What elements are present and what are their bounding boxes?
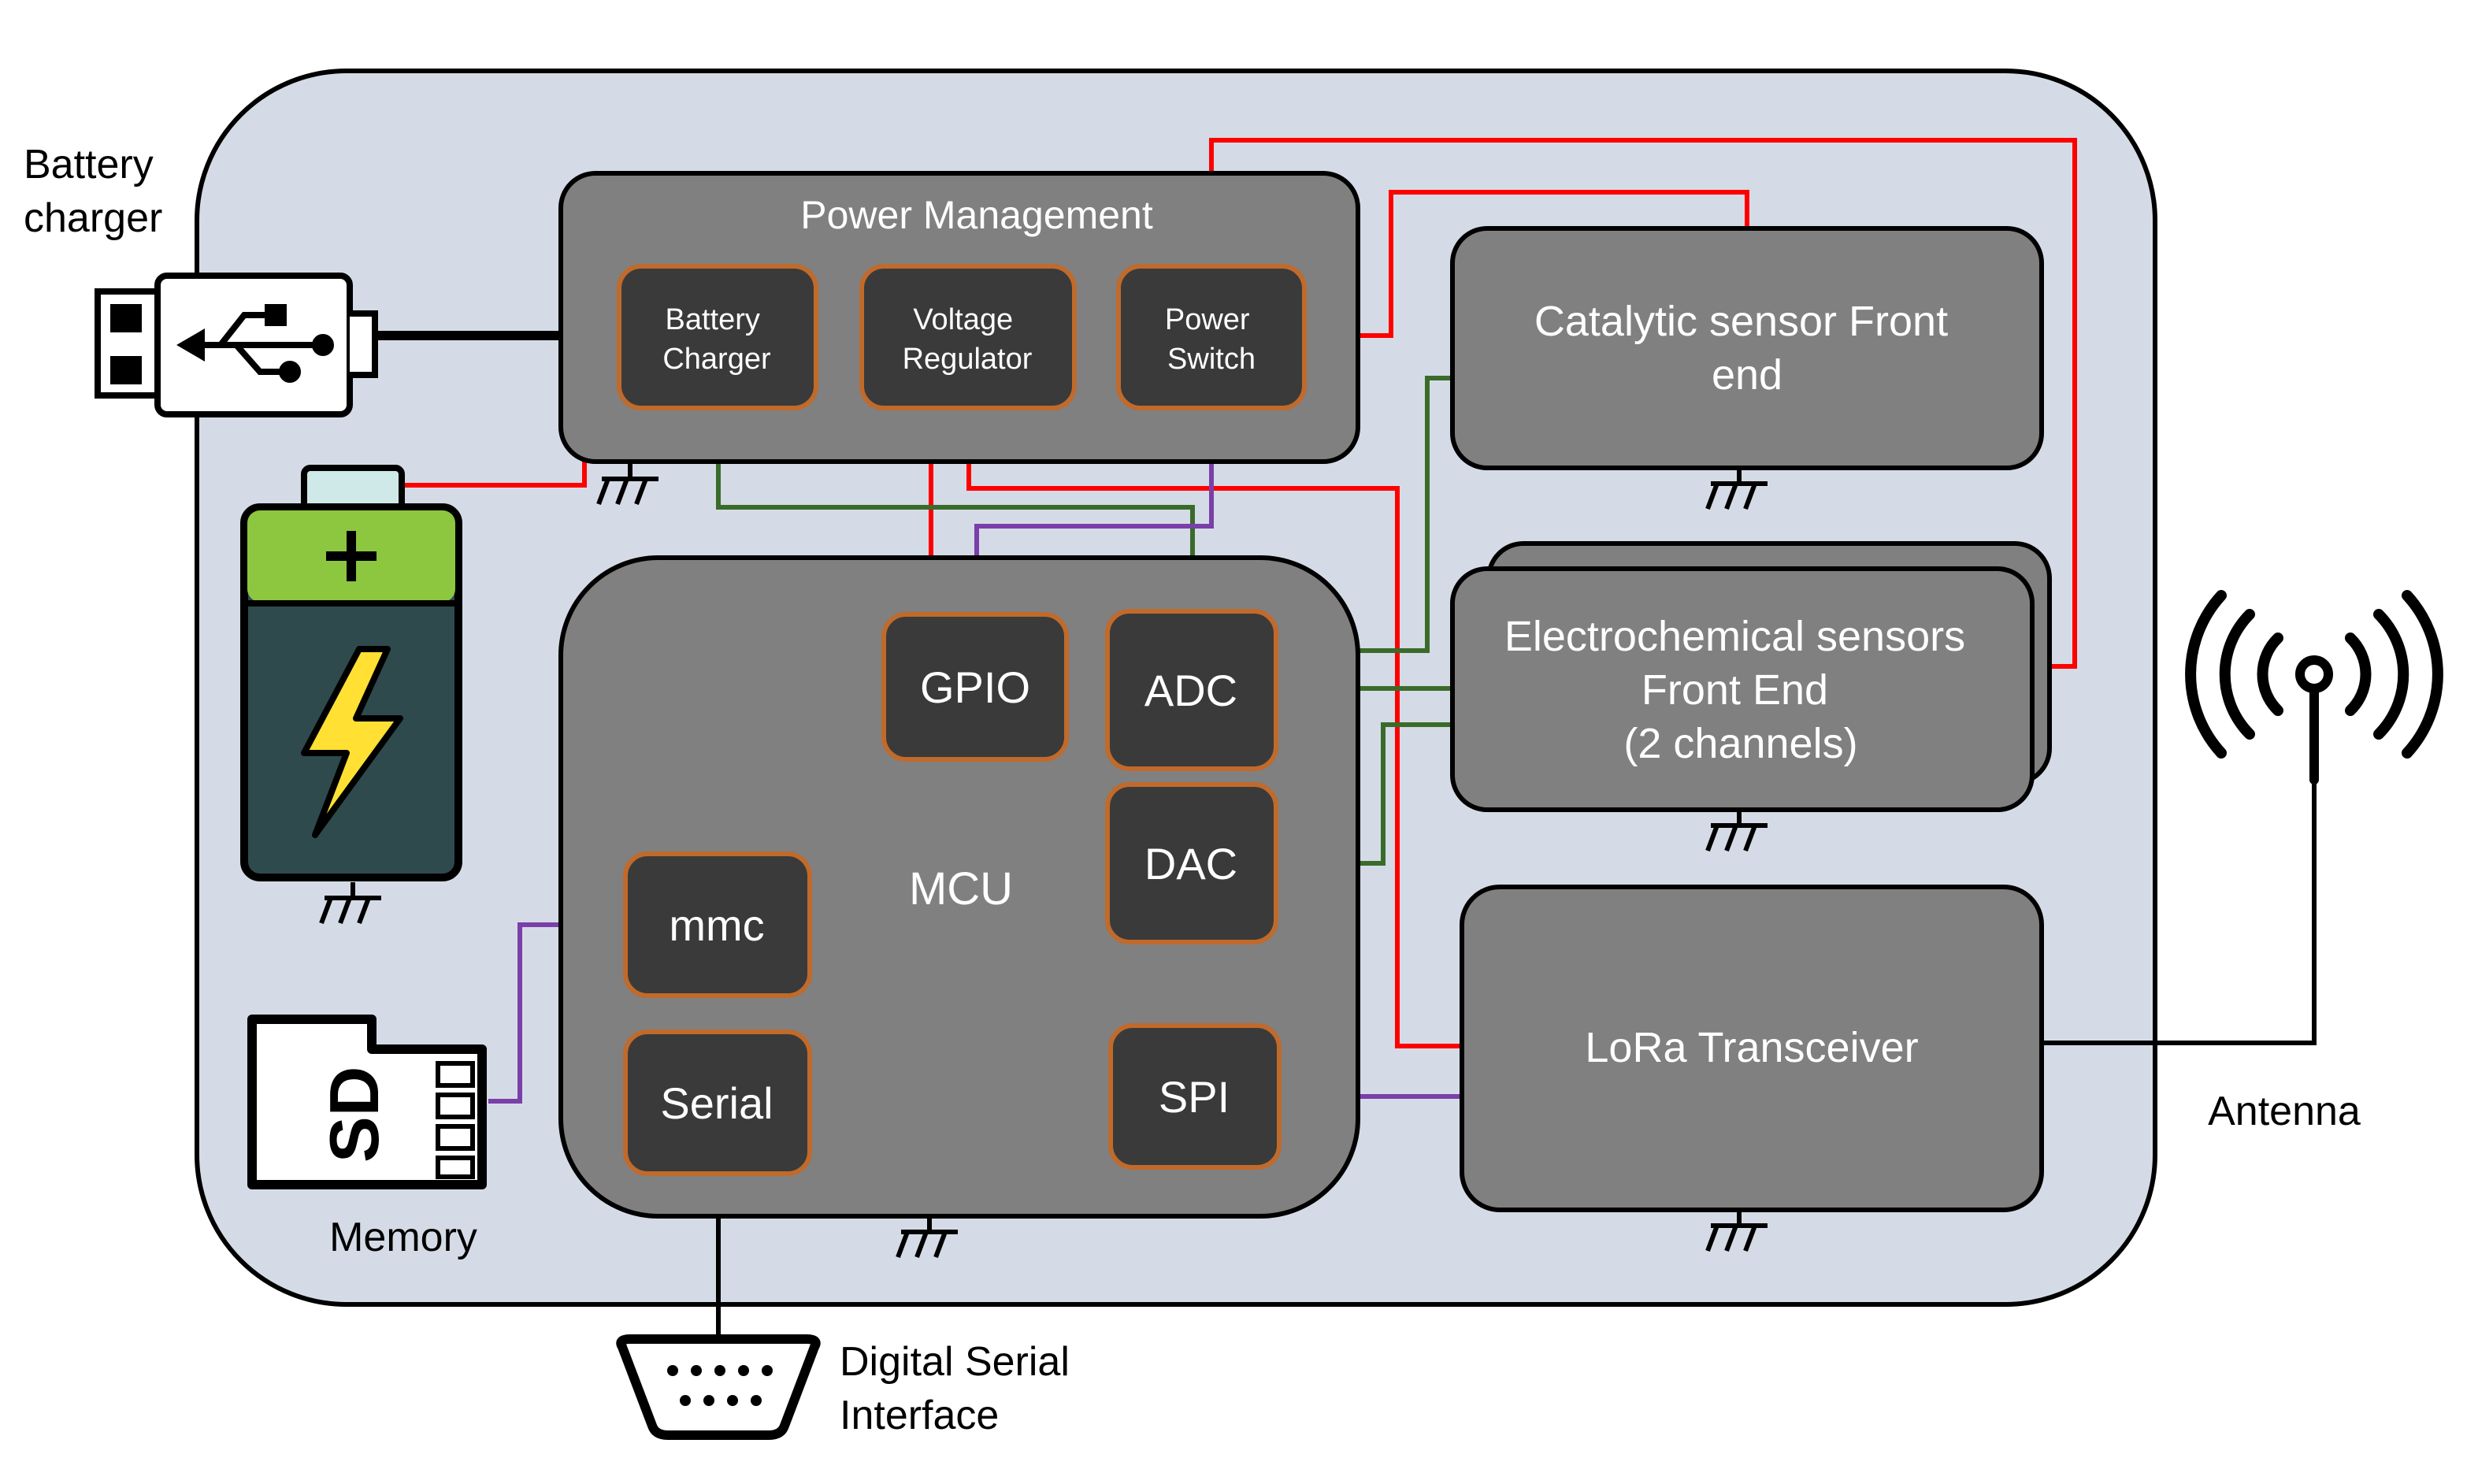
adc-block: [1105, 609, 1278, 771]
mmc-block: [623, 851, 812, 998]
serial-block: [623, 1030, 812, 1176]
catalytic-sensor-block: [1450, 226, 2044, 470]
power-management-label: Power Management: [800, 193, 1153, 237]
dac-block: [1105, 782, 1278, 944]
lora-transceiver-block: [1460, 885, 2044, 1212]
adc-label: ADC: [1144, 666, 1237, 715]
battery-charger-ext-line-2: charger: [24, 195, 162, 241]
battery-charger-ext-line-1: Battery: [24, 142, 154, 187]
voltage-regulator-block: [859, 264, 1077, 410]
electrochemical-line-1: Electrochemical sensors: [1504, 613, 1965, 660]
catalytic-line-1: Catalytic sensor Front: [1534, 298, 1948, 345]
gpio-block: [881, 612, 1069, 762]
catalytic-line-2: end: [1712, 351, 1782, 399]
spi-label: SPI: [1159, 1072, 1230, 1122]
dac-label: DAC: [1144, 839, 1237, 889]
power-switch-line-2: Switch: [1167, 343, 1256, 376]
electrochemical-sensor-label: Electrochemical sensors Front End (2 cha…: [1504, 613, 1977, 767]
battery-charger-line-1: Battery: [666, 303, 760, 336]
voltage-regulator-line-1: Voltage: [913, 303, 1013, 336]
gpio-label: GPIO: [920, 662, 1030, 712]
voltage-regulator-label: Voltage Regulator: [903, 303, 1033, 376]
digital-serial-label: Digital Serial Interface: [840, 1339, 1081, 1438]
electrochemical-line-3: (2 channels): [1623, 720, 1857, 767]
power-switch-block: [1116, 264, 1307, 410]
lora-transceiver-label: LoRa Transceiver: [1585, 1024, 1918, 1071]
mcu-label: MCU: [909, 863, 1013, 915]
memory-label: Memory: [329, 1215, 477, 1260]
power-switch-line-1: Power: [1165, 303, 1250, 336]
db9-connector-icon: [616, 1334, 821, 1440]
voltage-regulator-line-2: Regulator: [903, 343, 1033, 376]
mmc-label: mmc: [669, 900, 764, 950]
power-switch-label: Power Switch: [1165, 303, 1258, 376]
digital-serial-line-1: Digital Serial: [840, 1339, 1070, 1385]
battery-icon: [240, 465, 462, 881]
catalytic-sensor-label: Catalytic sensor Front end: [1534, 298, 1960, 399]
electrochemical-sensor-block: [1450, 566, 2035, 812]
spi-block: [1108, 1023, 1282, 1170]
battery-charger-label: Battery Charger: [662, 303, 771, 376]
digital-serial-line-2: Interface: [840, 1393, 999, 1438]
sd-card-icon: SD: [247, 1015, 487, 1189]
serial-label: Serial: [660, 1078, 773, 1128]
usb-plug-icon: [95, 273, 378, 417]
battery-charger-block: [617, 264, 818, 410]
electrochemical-line-2: Front End: [1641, 666, 1828, 714]
battery-charger-ext-label: Battery charger: [24, 142, 165, 241]
svg-text:SD: SD: [315, 1067, 393, 1163]
battery-charger-line-2: Charger: [662, 343, 771, 376]
antenna-icon: [2185, 590, 2443, 785]
antenna-label: Antenna: [2208, 1089, 2361, 1134]
